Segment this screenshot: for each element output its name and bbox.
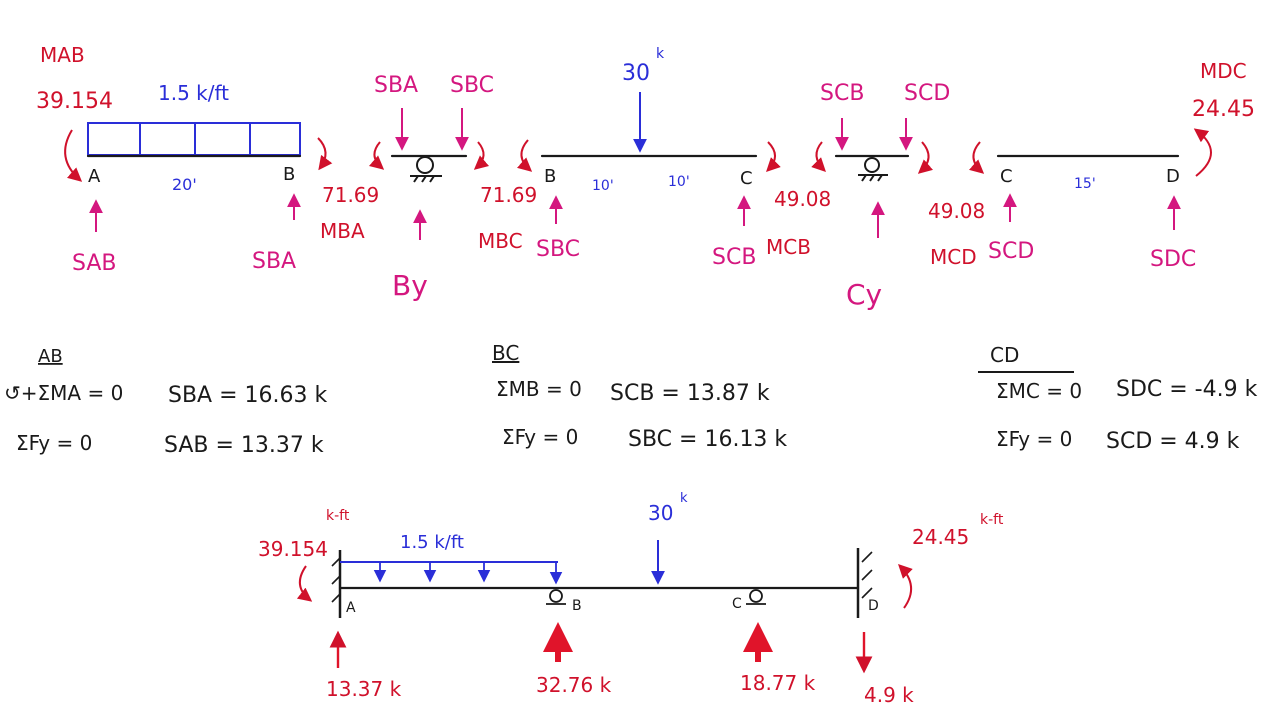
fbd-support-b: SBA SBC By (368, 73, 494, 302)
fbd-member-cd: C 15' D 49.08 MCD SCD SDC MDC 24.45 (928, 59, 1255, 272)
shear-cb-label: SCB (712, 245, 756, 270)
final-beam-diagram: 1.5 k/ft 30 k A B C D 39.154 k-ft 24.45 … (258, 491, 1004, 707)
shear-ab-label: SAB (72, 251, 117, 276)
moment-ba-value: 71.69 (322, 183, 379, 207)
support-c-shear-left: SCB (820, 81, 864, 106)
shear-bc-label: SBC (536, 237, 580, 262)
final-moment-a-unit: k-ft (326, 508, 350, 524)
node-c2-label: C (1000, 166, 1013, 187)
support-b-moment-right-icon (473, 141, 490, 170)
node-b2-label: B (544, 166, 556, 187)
equations-cd: CD ΣMC = 0 ΣFy = 0 SDC = -4.9 k SCD = 4.… (978, 343, 1258, 454)
equation-bc-moment: ΣMB = 0 (496, 377, 582, 401)
final-distributed-load-arrows (373, 563, 563, 585)
equations-bc-title: BC (492, 341, 519, 365)
point-load-bc-unit: k (656, 46, 665, 62)
result-scd: SCD = 4.9 k (1106, 429, 1240, 454)
moment-arc-ab (64, 129, 83, 182)
fbd-member-ab: MAB 39.154 1.5 k/ft A 20' B 71.69 MBA SA… (36, 43, 379, 276)
result-sdc: SDC = -4.9 k (1116, 377, 1258, 402)
roller-support-icon (858, 157, 888, 182)
final-point-load-unit: k (680, 491, 688, 506)
equations-ab-title: AB (38, 346, 63, 367)
moment-dc-value: 24.45 (1192, 97, 1255, 122)
final-reaction-a: 13.37 k (326, 677, 402, 701)
equations-ab: AB ↺+ΣMA = 0 ΣFy = 0 SBA = 16.63 k SAB =… (4, 346, 328, 458)
final-moment-a-arc (296, 565, 313, 602)
roller-support-icon (410, 156, 442, 183)
moment-arc-cb (766, 141, 781, 172)
shear-dc-label: SDC (1150, 247, 1196, 272)
node-b-label: B (283, 164, 295, 185)
equation-cd-moment: ΣMC = 0 (996, 379, 1082, 403)
point-load-bc: 30 (622, 61, 650, 86)
support-b-moment-left-icon (368, 141, 385, 170)
final-moment-d: 24.45 (912, 525, 969, 549)
moment-cb-label: MCB (766, 235, 811, 259)
final-reaction-d: 4.9 k (864, 683, 914, 707)
moment-ab-label: MAB (40, 43, 85, 67)
equations-bc: BC ΣMB = 0 ΣFy = 0 SCB = 13.87 k SBC = 1… (492, 341, 787, 452)
distributed-load-block (87, 122, 301, 156)
moment-ab-value: 39.154 (36, 89, 113, 114)
span-cd: 15' (1074, 176, 1096, 192)
moment-bc-value: 71.69 (480, 183, 537, 207)
moment-cd-value: 49.08 (928, 199, 985, 223)
final-reaction-b: 32.76 k (536, 673, 612, 697)
equation-bc-force: ΣFy = 0 (502, 425, 578, 449)
support-c-shear-right: SCD (904, 81, 950, 106)
moment-arc-dc (1193, 128, 1212, 177)
moment-cb-value: 49.08 (774, 187, 831, 211)
support-c-moment-right-icon (917, 141, 934, 174)
shear-ba-label: SBA (252, 249, 296, 274)
final-moment-a: 39.154 (258, 537, 328, 561)
reaction-cy-label: Cy (846, 278, 882, 311)
result-sab: SAB = 13.37 k (164, 433, 324, 458)
moment-cd-label: MCD (930, 245, 977, 269)
final-point-load: 30 (648, 501, 673, 525)
distributed-load-ab: 1.5 k/ft (158, 81, 229, 105)
final-node-d: D (868, 598, 879, 614)
moment-arc-ba (317, 137, 333, 171)
fixed-support-a-hatch (331, 557, 341, 603)
final-moment-d-arc (898, 564, 913, 609)
fbd-support-c: SCB SCD Cy (811, 81, 950, 311)
equation-cd-force: ΣFy = 0 (996, 427, 1072, 451)
fbd-member-bc: 30 k 71.69 MBC B 10' 10' C 49.08 MCB SBC… (478, 46, 831, 270)
node-d-label: D (1166, 166, 1180, 187)
moment-arc-bc (516, 139, 533, 172)
moment-ba-label: MBA (320, 219, 365, 243)
support-b-shear-right: SBC (450, 73, 494, 98)
result-scb: SCB = 13.87 k (610, 381, 770, 406)
result-sbc: SBC = 16.13 k (628, 427, 787, 452)
span-bc-2: 10' (668, 174, 690, 190)
support-c-moment-left-icon (811, 141, 826, 172)
final-node-a: A (346, 600, 356, 616)
moment-dc-label: MDC (1200, 59, 1247, 83)
equation-ab-moment: ↺+ΣMA = 0 (4, 381, 123, 405)
equations-cd-title: CD (990, 343, 1019, 367)
span-ab: 20' (172, 175, 197, 194)
final-distributed-load: 1.5 k/ft (400, 532, 464, 553)
fixed-support-d-hatch (861, 551, 873, 599)
final-moment-d-unit: k-ft (980, 512, 1004, 528)
final-roller-b-icon (546, 589, 566, 605)
span-bc-1: 10' (592, 178, 614, 194)
moment-bc-label: MBC (478, 229, 523, 253)
moment-arc-cd (968, 141, 985, 174)
reaction-by-label: By (392, 269, 428, 302)
final-roller-c-icon (746, 589, 766, 605)
support-b-shear-left: SBA (374, 73, 418, 98)
final-node-c: C (732, 596, 742, 612)
final-node-b: B (572, 598, 582, 614)
result-sba: SBA = 16.63 k (168, 383, 328, 408)
shear-cd-label: SCD (988, 239, 1034, 264)
node-c-label: C (740, 168, 753, 189)
node-a-label: A (88, 166, 101, 187)
equation-ab-force: ΣFy = 0 (16, 431, 92, 455)
final-reaction-c: 18.77 k (740, 671, 816, 695)
